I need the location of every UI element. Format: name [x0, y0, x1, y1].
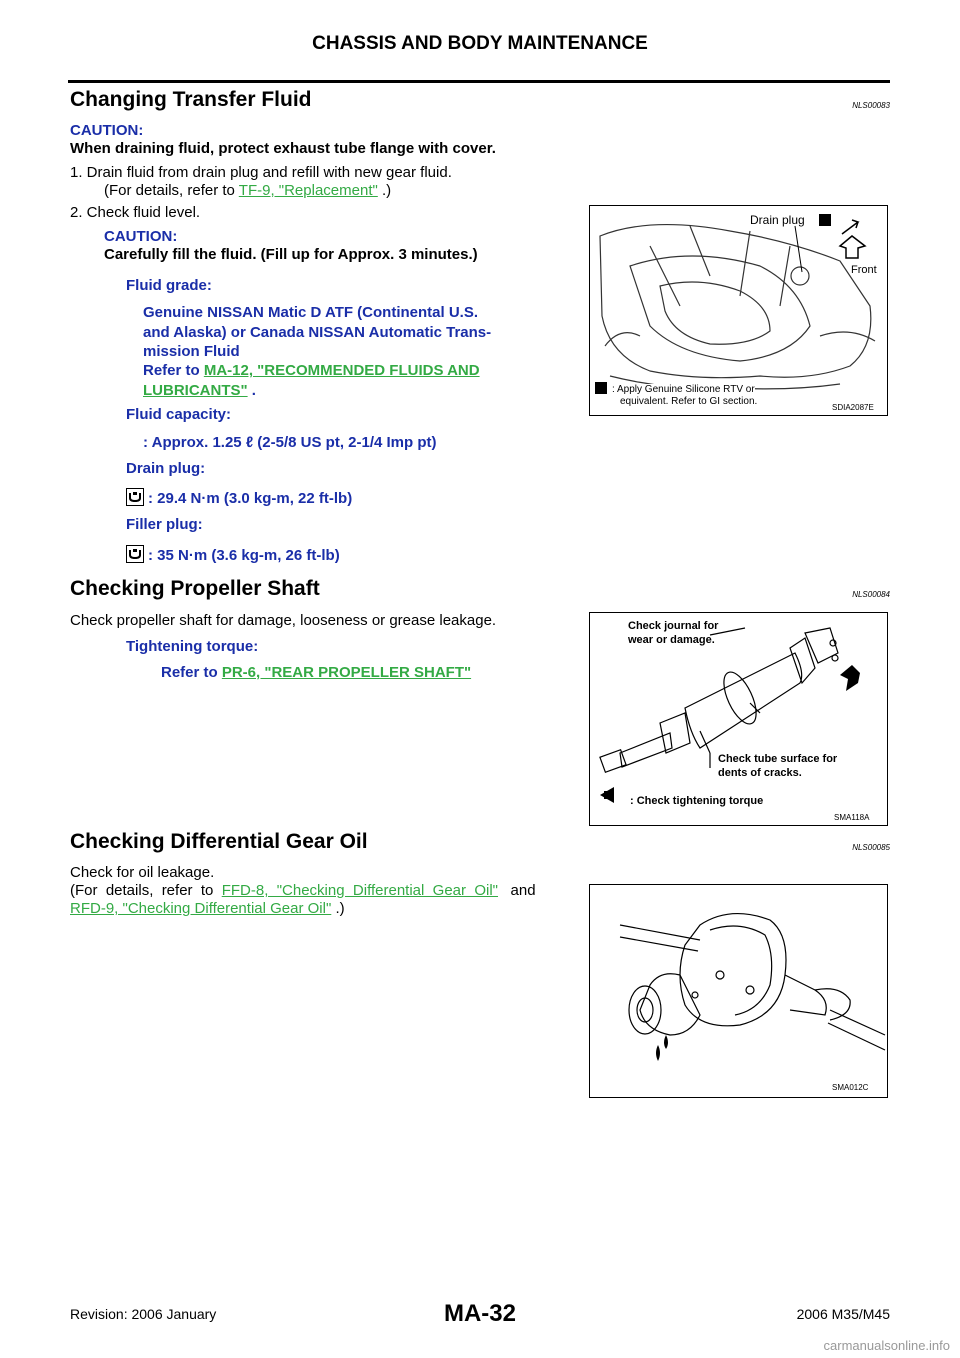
- caution-2-text: Carefully fill the fluid. (Fill up for A…: [104, 246, 478, 263]
- footer-revision: Revision: 2006 January: [70, 1306, 217, 1322]
- fluid-grade-line-1: Genuine NISSAN Matic D ATF (Continental …: [143, 304, 479, 321]
- footer-model: 2006 M35/M45: [796, 1306, 890, 1322]
- footer-watermark: carmanualsonline.info: [823, 1338, 950, 1353]
- caution-label: CAUTION:: [70, 122, 144, 139]
- step-1-reference: (For details, refer to TF-9, "Replacemen…: [104, 182, 391, 199]
- figure-transfer-drain-plug: Drain plug Front : Apply Genuine Silicon…: [589, 205, 888, 416]
- section-code: NLS00085: [852, 843, 890, 852]
- step-1: 1. Drain fluid from drain plug and refil…: [70, 164, 452, 181]
- link-rfd-9-checking-differential-gear-oil[interactable]: RFD-9, "Checking Differential Gear Oil": [70, 900, 332, 917]
- caution-2-label: CAUTION:: [104, 228, 178, 245]
- fluid-grade-reference: Refer to MA-12, "RECOMMENDED FLUIDS AND: [143, 362, 480, 379]
- propeller-shaft-illustration: [599, 627, 860, 803]
- link-ffd-8-checking-differential-gear-oil[interactable]: FFD-8, "Checking Differential Gear Oil": [221, 882, 499, 899]
- drain-plug-label: Drain plug:: [126, 460, 206, 477]
- diff-ref-suffix: .): [331, 900, 345, 917]
- filler-plug-torque: : 35 N·m (3.6 kg-m, 26 ft-lb): [126, 545, 340, 564]
- figure-label-journal-1: Check journal for: [628, 620, 719, 632]
- propeller-check-text: Check propeller shaft for damage, loosen…: [70, 612, 497, 629]
- step-1-ref-suffix: .): [377, 182, 392, 199]
- figure-label-drain-plug: Drain plug: [750, 213, 805, 227]
- fluid-grade-line-2: and Alaska) or Canada NISSAN Automatic T…: [143, 324, 492, 341]
- section-title-propeller-shaft: Checking Propeller Shaft: [70, 577, 320, 600]
- figure-code: SDIA2087E: [832, 403, 874, 412]
- differential-illustration: [619, 912, 886, 1061]
- oil-leakage-text: Check for oil leakage.: [70, 864, 215, 881]
- drain-plug-torque: : 29.4 N·m (3.0 kg-m, 22 ft-lb): [126, 488, 352, 507]
- figure-code: SMA118A: [834, 813, 870, 822]
- section-code: NLS00084: [852, 590, 890, 599]
- fluid-capacity-value: : Approx. 1.25 ℓ (2-5/8 US pt, 2-1/4 Imp…: [143, 434, 437, 451]
- fluid-grade-line-3: mission Fluid: [143, 343, 240, 360]
- figure-note-line-1: : Apply Genuine Silicone RTV or: [612, 384, 755, 395]
- link-lubricants[interactable]: LUBRICANTS": [143, 382, 248, 399]
- fluid-grade-ref-suffix: .: [247, 382, 256, 399]
- figure-label-front: Front: [851, 264, 877, 276]
- sealant-icon: [819, 214, 831, 226]
- link-pr-6-rear-propeller-shaft[interactable]: PR-6, "REAR PROPELLER SHAFT": [221, 664, 472, 681]
- tightening-torque-label: Tightening torque:: [126, 638, 259, 655]
- section-title-differential-gear-oil: Checking Differential Gear Oil: [70, 830, 368, 853]
- diff-ref-prefix: (For details, refer to: [70, 882, 222, 899]
- torque-wrench-icon: [126, 545, 144, 563]
- torque-wrench-icon: [126, 488, 144, 506]
- fluid-grade-label: Fluid grade:: [126, 277, 212, 294]
- differential-reference-cont: RFD-9, "Checking Differential Gear Oil" …: [70, 900, 345, 917]
- section-title-transfer-fluid: Changing Transfer Fluid: [70, 88, 312, 111]
- link-ma-12-recommended-fluids[interactable]: MA-12, "RECOMMENDED FLUIDS AND: [203, 362, 480, 379]
- fluid-grade-ref-prefix: Refer to: [143, 362, 204, 379]
- figure-label-tube-1: Check tube surface for: [718, 753, 838, 765]
- figure-label-journal-2: wear or damage.: [628, 634, 715, 646]
- figure-propeller-shaft: Check journal for wear or damage. Check …: [589, 612, 888, 826]
- header-divider: [68, 80, 890, 83]
- differential-reference: (For details, refer to FFD-8, "Checking …: [70, 882, 580, 899]
- figure-note-line-2: equivalent. Refer to GI section.: [620, 396, 758, 407]
- propeller-ref-prefix: Refer to: [161, 664, 222, 681]
- page-header-title: CHASSIS AND BODY MAINTENANCE: [312, 33, 648, 54]
- step-2: 2. Check fluid level.: [70, 204, 201, 221]
- drain-plug-torque-value: : 29.4 N·m (3.0 kg-m, 22 ft-lb): [148, 490, 353, 507]
- section-code: NLS00083: [852, 101, 890, 110]
- filler-plug-torque-value: : 35 N·m (3.6 kg-m, 26 ft-lb): [148, 547, 340, 564]
- step-1-ref-prefix: (For details, refer to: [104, 182, 239, 199]
- caution-text: When draining fluid, protect exhaust tub…: [70, 140, 496, 157]
- footer-page-number: MA-32: [443, 1300, 516, 1327]
- fluid-capacity-label: Fluid capacity:: [126, 406, 232, 423]
- link-tf-9-replacement[interactable]: TF-9, "Replacement": [238, 182, 378, 199]
- filler-plug-label: Filler plug:: [126, 516, 203, 533]
- transfer-case-illustration: [595, 219, 876, 394]
- diff-ref-and: and: [498, 882, 536, 899]
- figure-label-tube-2: dents of cracks.: [718, 767, 802, 779]
- propeller-reference: Refer to PR-6, "REAR PROPELLER SHAFT": [161, 664, 471, 681]
- figure-differential: SMA012C: [589, 884, 888, 1098]
- fluid-grade-reference-cont: LUBRICANTS" .: [143, 382, 256, 399]
- figure-label-torque: : Check tightening torque: [630, 795, 764, 807]
- figure-code: SMA012C: [832, 1083, 869, 1092]
